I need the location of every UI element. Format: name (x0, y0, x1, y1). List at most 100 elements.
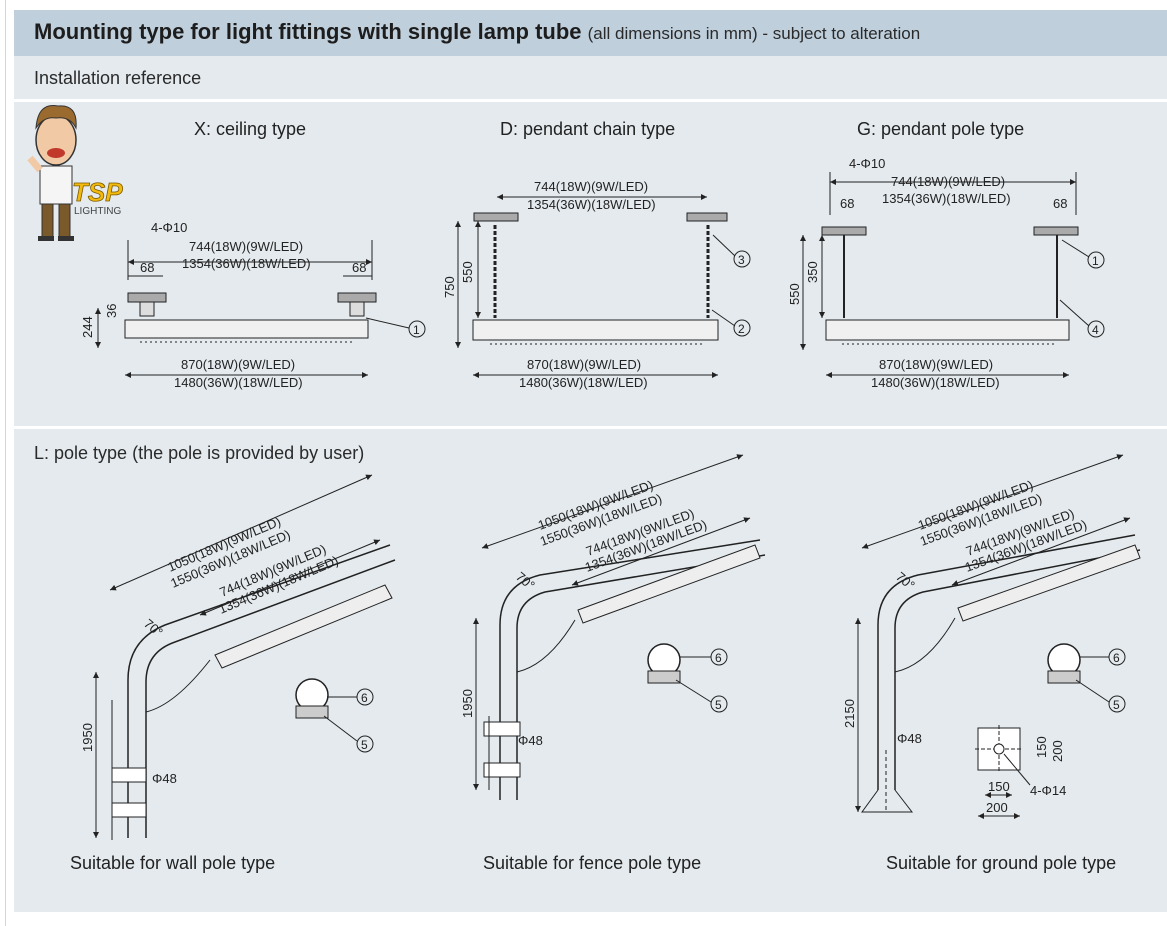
chain-l1: 870(18W)(9W/LED) (527, 357, 641, 372)
fence-d3-line (571, 517, 751, 586)
ground-b200a: 200 (1050, 740, 1065, 762)
wall-caption: Suitable for wall pole type (70, 853, 275, 873)
chain-h2: 550 (460, 261, 475, 283)
wall-dia: Φ48 (152, 771, 177, 786)
pendant-pole-w2: 1354(36W)(18W/LED) (882, 191, 1011, 206)
chain-lamp-body (472, 319, 719, 341)
wall-callout-circle-5 (356, 735, 374, 753)
ground-callout-circle-5 (1108, 695, 1126, 713)
wall-callout-6: 6 (361, 691, 368, 705)
fence-pole-inner (516, 554, 766, 800)
pendant-pole-lamp-body (825, 319, 1070, 341)
fence-callout-circle-5 (710, 695, 728, 713)
chain-callout-line-2 (711, 309, 736, 327)
ground-height: 2150 (842, 699, 857, 728)
ground-b150a: 150 (1034, 736, 1049, 758)
fence-pole-diagram: 1050(18W)(9W/LED) 1550(36W)(18W/LED) 744… (460, 454, 766, 873)
pendant-pole-title: G: pendant pole type (857, 119, 1024, 139)
ceiling-lamp-body (124, 319, 369, 339)
wall-pole-outer (127, 544, 391, 838)
pendant-pole-s1: 68 (840, 196, 854, 211)
chain-callout-3: 3 (738, 253, 745, 267)
title-subtitle: (all dimensions in mm) - subject to alte… (587, 24, 921, 43)
ground-b150b: 150 (988, 779, 1010, 794)
pendant-pole-l2: 1480(36W)(18W/LED) (871, 375, 1000, 390)
chain-title: D: pendant chain type (500, 119, 675, 139)
page-left-border (0, 0, 6, 926)
wall-callout-circle-6 (356, 688, 374, 706)
fence-cable (516, 619, 576, 673)
ceiling-w2: 1354(36W)(18W/LED) (182, 256, 311, 271)
wall-cable (145, 659, 211, 713)
ground-clamp-base (1047, 670, 1081, 684)
ground-caption: Suitable for ground pole type (886, 853, 1116, 873)
pendant-pole-callout-line-1 (1061, 239, 1090, 258)
ceiling-bracket-right (349, 301, 365, 317)
ceiling-mount-right (337, 292, 377, 303)
installation-reference-label: Installation reference (34, 68, 202, 88)
fence-clamp-lower (483, 762, 521, 778)
wall-d1-line (109, 474, 373, 591)
page-title: Mounting type for light fittings with si… (34, 19, 920, 45)
ceiling-h1: 36 (104, 304, 119, 318)
ground-b200b: 200 (986, 800, 1008, 815)
mascot-figure (27, 104, 77, 241)
fence-d1-line (481, 454, 744, 549)
pendant-pole-s2: 68 (1053, 196, 1067, 211)
pendant-pole-diagram: G: pendant pole type 4-Φ10 744(18W)(9W/L… (787, 119, 1105, 390)
wall-clamp-lower (111, 802, 147, 818)
ground-dia: Φ48 (897, 731, 922, 746)
tsp-logo: TSP LIGHTING (27, 104, 124, 241)
pole-type-label: L: pole type (the pole is provided by us… (34, 443, 365, 463)
fence-clamp-upper (483, 721, 521, 737)
ceiling-l1: 870(18W)(9W/LED) (181, 357, 295, 372)
ceiling-bracket-left (139, 301, 155, 317)
pendant-pole-w1: 744(18W)(9W/LED) (891, 174, 1005, 189)
pendant-pole-h1: 550 (787, 283, 802, 305)
wall-clamp-upper (111, 767, 147, 783)
chain-callout-circle-2 (733, 319, 751, 337)
ground-holes: 4-Φ14 (1030, 783, 1066, 798)
pendant-pole-callout-circle-1 (1087, 251, 1105, 269)
section-divider-middle (14, 426, 1167, 429)
wall-pole-diagram: 1050(18W)(9W/LED) 1550(36W)(18W/LED) 744… (70, 474, 396, 873)
wall-height: 1950 (80, 723, 95, 752)
ceiling-s1: 68 (140, 260, 154, 275)
fence-dia: Φ48 (518, 733, 543, 748)
ground-callout-6: 6 (1113, 651, 1120, 665)
pendant-pole-l1: 870(18W)(9W/LED) (879, 357, 993, 372)
ground-d1-line (861, 454, 1124, 549)
fence-callout-line-5 (675, 679, 712, 703)
fence-pole-outer (499, 539, 761, 800)
ceiling-title: X: ceiling type (194, 119, 306, 139)
ground-callout-circle-6 (1108, 648, 1126, 666)
header-bar: Mounting type for light fittings with si… (14, 10, 1167, 56)
ground-callout-5: 5 (1113, 698, 1120, 712)
chain-mount-left (473, 212, 519, 222)
ground-holes-leader (1003, 753, 1031, 786)
pendant-pole-callout-circle-4 (1087, 320, 1105, 338)
ground-pole-diagram: 1050(18W)(9W/LED) 1550(36W)(18W/LED) 744… (842, 454, 1141, 873)
ceiling-mount-left (127, 292, 167, 303)
wall-angle: 70° (141, 616, 166, 640)
fence-caption: Suitable for fence pole type (483, 853, 701, 873)
ground-d3-line (951, 517, 1131, 586)
pendant-pole-mount-left (821, 226, 867, 236)
ground-callout-line-5 (1075, 679, 1110, 703)
ceiling-type-diagram: X: ceiling type 4-Φ10 744(18W)(9W/LED) 1… (80, 119, 426, 390)
ceiling-l2: 1480(36W)(18W/LED) (174, 375, 303, 390)
pendant-pole-callout-4: 4 (1092, 323, 1099, 337)
ground-pole-base (861, 789, 914, 813)
chain-w2: 1354(36W)(18W/LED) (527, 197, 656, 212)
ground-pole-inner (894, 549, 1141, 790)
chain-mount-right (686, 212, 728, 222)
fence-clamp-base (647, 670, 681, 684)
chain-callout-line-3 (712, 234, 736, 257)
ceiling-callout-line (365, 317, 410, 329)
fence-callout-5: 5 (715, 698, 722, 712)
chain-callout-circle-3 (733, 250, 751, 268)
ceiling-h2: 244 (80, 316, 95, 338)
pendant-pole-callout-1: 1 (1092, 254, 1099, 268)
fence-height: 1950 (460, 689, 475, 718)
ground-cable (894, 617, 956, 673)
